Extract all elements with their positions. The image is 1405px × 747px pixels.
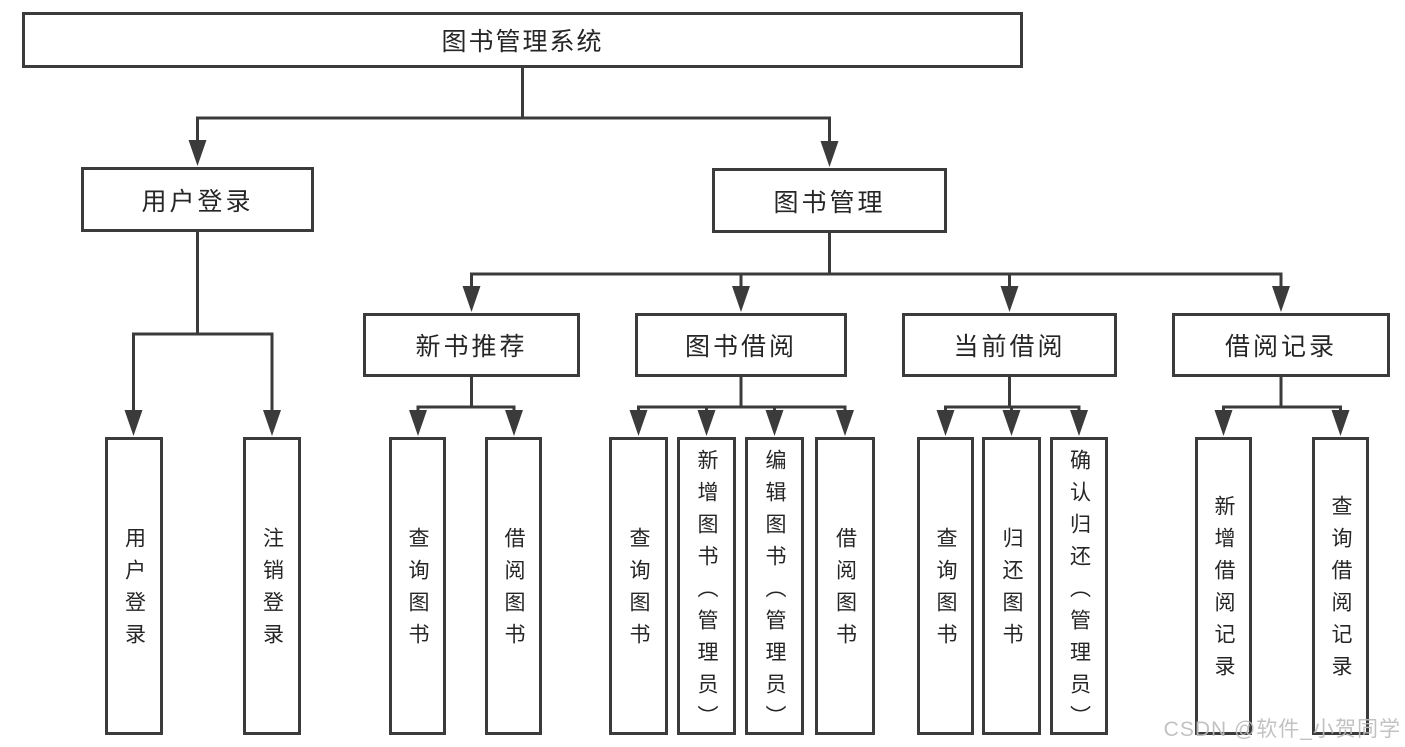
arrowheads xyxy=(124,140,1350,436)
node-user-login: 用户登录 xyxy=(81,167,314,232)
node-label: 新增图书（管理员） xyxy=(695,449,718,737)
leaf-confirm-return-admin: 确认归还（管理员） xyxy=(1050,437,1108,737)
leaf-add-books-admin: 新增图书（管理员） xyxy=(677,437,736,737)
node-label: 编辑图书（管理员） xyxy=(763,449,786,737)
node-borrow-records: 借阅记录 xyxy=(1172,313,1390,377)
node-label: 借阅记录 xyxy=(1224,333,1337,361)
leaf-query-books-3: 查询图书 xyxy=(917,437,974,735)
node-label: 用户登录 xyxy=(122,526,146,655)
node-label: 新书推荐 xyxy=(415,333,528,361)
node-label: 图书借阅 xyxy=(684,333,797,361)
node-label: 当前借阅 xyxy=(953,333,1066,361)
node-book-management: 图书管理 xyxy=(712,168,947,233)
connector-bookmgmt-to-level3 xyxy=(470,233,1283,292)
leaf-return-books: 归还图书 xyxy=(982,437,1041,735)
node-label: 用户登录 xyxy=(141,187,254,216)
node-label: 新增借阅记录 xyxy=(1212,494,1235,687)
node-root-library-system: 图书管理系统 xyxy=(22,12,1023,68)
node-label: 图书管理系统 xyxy=(441,28,604,56)
node-current-borrow: 当前借阅 xyxy=(902,313,1117,377)
node-label: 查询图书 xyxy=(627,526,650,655)
node-label: 查询图书 xyxy=(406,526,429,655)
leaf-query-borrow-record: 查询借阅记录 xyxy=(1312,437,1369,735)
leaf-query-books-1: 查询图书 xyxy=(389,437,446,735)
leaf-borrow-books-1: 借阅图书 xyxy=(485,437,542,735)
node-label: 归还图书 xyxy=(1000,526,1023,655)
node-new-book-recommend: 新书推荐 xyxy=(363,313,580,377)
node-label: 图书管理 xyxy=(773,188,886,217)
node-label: 借阅图书 xyxy=(502,526,525,655)
leaf-borrow-books-2: 借阅图书 xyxy=(815,437,875,735)
node-book-borrow: 图书借阅 xyxy=(635,313,847,377)
connector-level3-children xyxy=(416,377,1342,416)
connector-root-to-level2 xyxy=(196,68,831,147)
leaf-edit-books-admin: 编辑图书（管理员） xyxy=(745,437,804,737)
watermark: CSDN @软件_小贺同学 xyxy=(1163,718,1401,741)
leaf-add-borrow-record: 新增借阅记录 xyxy=(1195,437,1252,735)
node-label: 确认归还（管理员） xyxy=(1067,449,1091,737)
leaf-user-login: 用户登录 xyxy=(105,437,163,735)
node-label: 查询借阅记录 xyxy=(1329,494,1352,687)
leaf-logout: 注销登录 xyxy=(243,437,301,735)
leaf-query-books-2: 查询图书 xyxy=(609,437,668,735)
node-label: 查询图书 xyxy=(934,526,957,655)
node-label: 借阅图书 xyxy=(833,526,857,655)
connector-userlogin-children xyxy=(132,232,274,416)
node-label: 注销登录 xyxy=(260,526,284,655)
